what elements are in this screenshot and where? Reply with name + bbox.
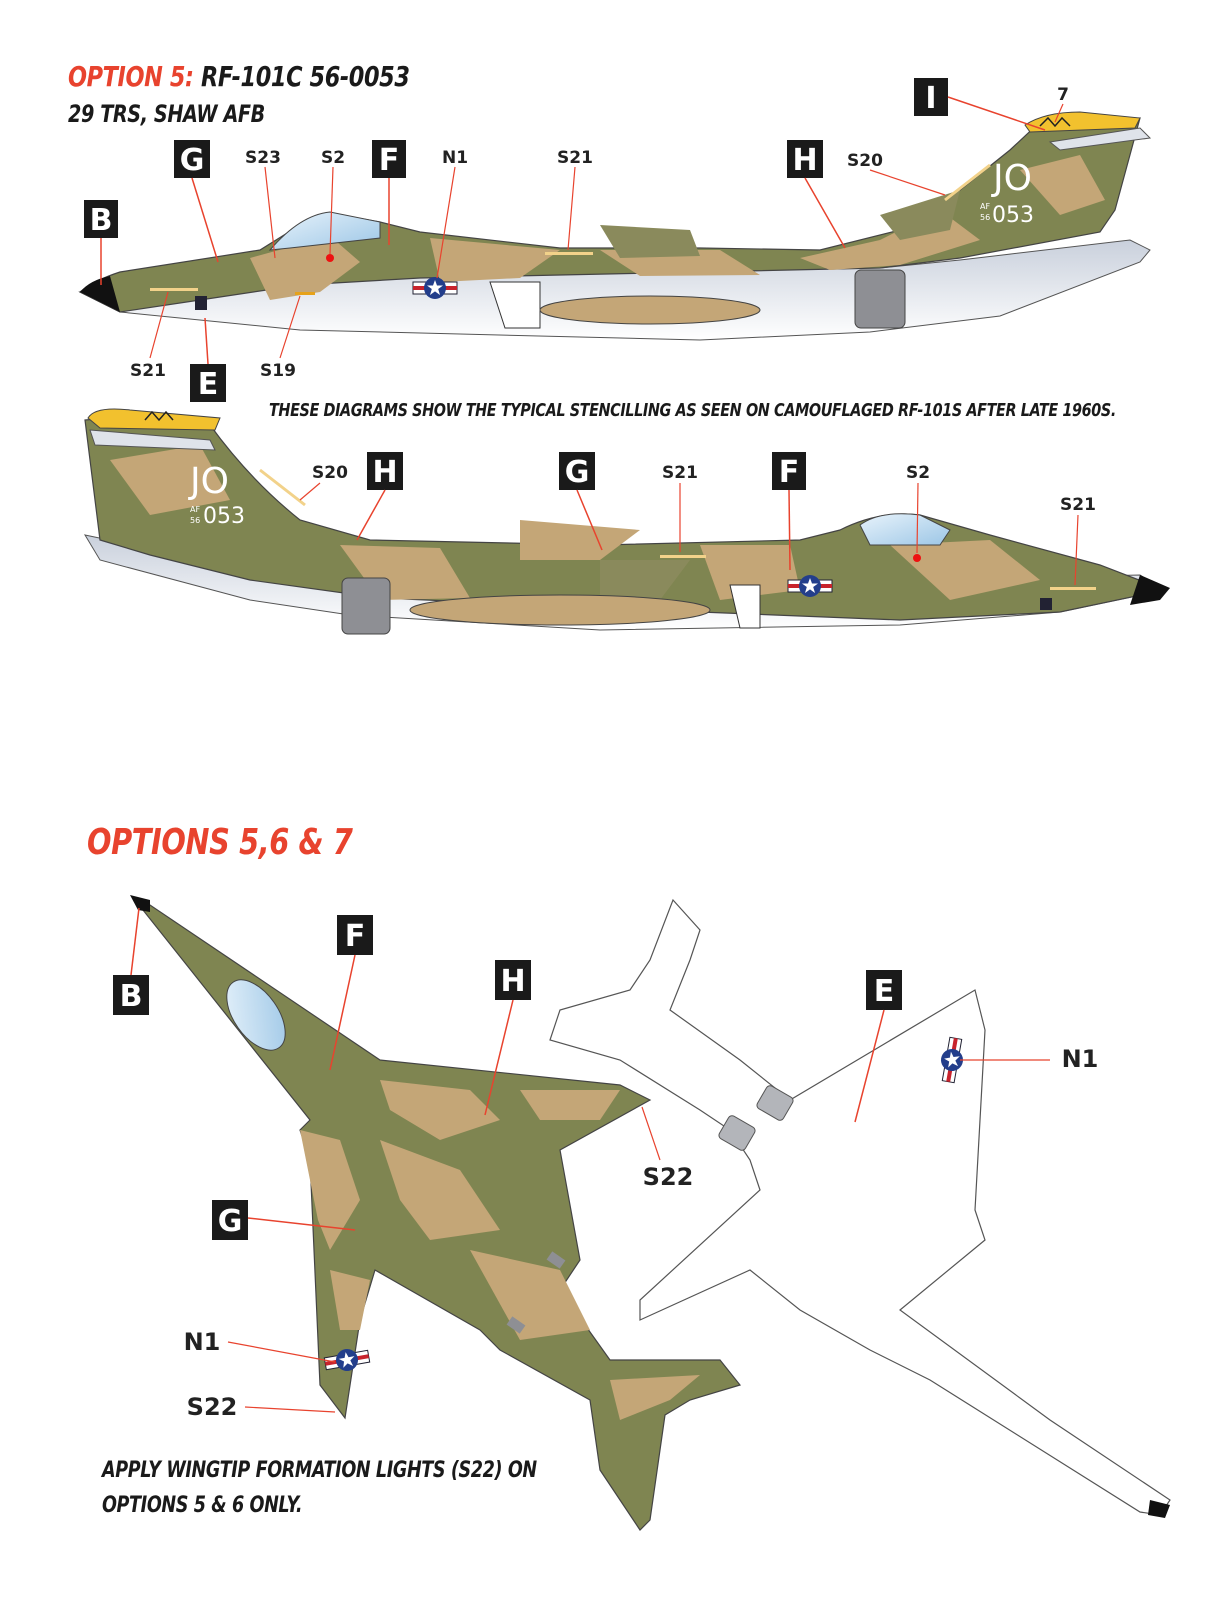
stencil-s23: S23	[245, 148, 281, 168]
stencil-s21-nose-2: S21	[1060, 495, 1096, 515]
svg-text:F: F	[379, 143, 400, 178]
stencil-s19: S19	[260, 361, 296, 381]
callout-box-H-2: H	[356, 452, 403, 541]
serial-number-1: 053	[992, 203, 1034, 228]
svg-text:G: G	[218, 1204, 243, 1239]
svg-text:E: E	[874, 974, 895, 1009]
stencil-s21-top: S21	[557, 148, 593, 168]
stencil-s21-nose: S21	[130, 361, 166, 381]
callout-box-G-top: G	[212, 1200, 356, 1240]
stencil-s2-2: S2	[906, 463, 930, 483]
unit-title: 29 TRS, SHAW AFB	[68, 100, 265, 128]
side2-callouts: H G F S20 S21 S2 S21	[299, 452, 1096, 586]
stencil-7: 7	[1057, 85, 1069, 105]
callout-box-F-2: F	[772, 452, 806, 571]
serial-prefix-af-1: AF	[980, 202, 990, 211]
bottom-view-callouts: E N1	[854, 970, 1099, 1123]
callout-box-F-top: F	[329, 915, 373, 1071]
top-view-callouts: B F H G S22 N1 S22	[113, 907, 694, 1421]
aircraft-designation: RF-101C 56-0053	[201, 60, 410, 93]
callout-box-H-1: H	[787, 140, 846, 249]
stencil-s22-left: S22	[187, 1393, 238, 1421]
serial-prefix-af-2: AF	[190, 505, 200, 514]
callout-box-F-1: F	[372, 140, 406, 245]
wingtip-note: APPLY WINGTIP FORMATION LIGHTS (S22) ON …	[102, 1453, 537, 1523]
stencil-n1-bottom: N1	[1062, 1045, 1099, 1073]
stencil-s22-wing: S22	[643, 1163, 694, 1191]
option-prefix: OPTION 5:	[68, 60, 194, 93]
stencil-s20-2: S20	[312, 463, 348, 483]
callout-box-G-1: G	[174, 140, 219, 263]
stencil-s20: S20	[847, 151, 883, 171]
option-title: OPTION 5: RF-101C 56-0053	[68, 60, 410, 93]
svg-text:I: I	[925, 81, 936, 116]
side-profile-right: JO AF 56 053	[83, 408, 1170, 635]
stencil-s21-mid: S21	[662, 463, 698, 483]
stencil-s2: S2	[321, 148, 345, 168]
svg-text:B: B	[90, 203, 113, 238]
tail-code-2: JO	[188, 461, 229, 502]
svg-text:G: G	[565, 455, 590, 490]
top-view	[130, 895, 742, 1531]
callout-box-E-1: E	[190, 317, 226, 402]
callout-box-E-bottom: E	[854, 970, 902, 1123]
callout-box-I: I	[914, 78, 1046, 131]
stencil-n1-top: N1	[184, 1328, 221, 1356]
svg-text:G: G	[180, 143, 205, 178]
serial-prefix-56-2: 56	[190, 516, 200, 525]
svg-text:B: B	[120, 979, 143, 1014]
svg-text:F: F	[779, 455, 800, 490]
callout-box-G-2: G	[559, 452, 603, 551]
wingtip-note-line1: APPLY WINGTIP FORMATION LIGHTS (S22) ON	[102, 1458, 537, 1483]
serial-number-2: 053	[203, 504, 245, 529]
svg-text:H: H	[500, 964, 525, 999]
stencil-n1: N1	[442, 148, 468, 168]
callout-box-H-top: H	[484, 960, 531, 1116]
svg-text:H: H	[372, 455, 397, 490]
svg-text:H: H	[792, 143, 817, 178]
stencil-note: THESE DIAGRAMS SHOW THE TYPICAL STENCILL…	[269, 400, 1116, 421]
bottom-view	[549, 898, 1171, 1518]
callout-box-B-top: B	[113, 907, 149, 1015]
options-heading: OPTIONS 5,6 & 7	[87, 822, 353, 863]
side1-callouts: I B G F H E 7 S23	[84, 78, 1069, 402]
callout-box-B-1: B	[84, 200, 118, 285]
wingtip-note-line2: OPTIONS 5 & 6 ONLY.	[102, 1493, 303, 1518]
svg-text:E: E	[198, 367, 219, 402]
side-profile-left: JO AF 56 053	[78, 111, 1152, 341]
tail-code-1: JO	[991, 158, 1032, 199]
serial-prefix-56-1: 56	[980, 213, 990, 222]
svg-text:F: F	[345, 919, 366, 954]
